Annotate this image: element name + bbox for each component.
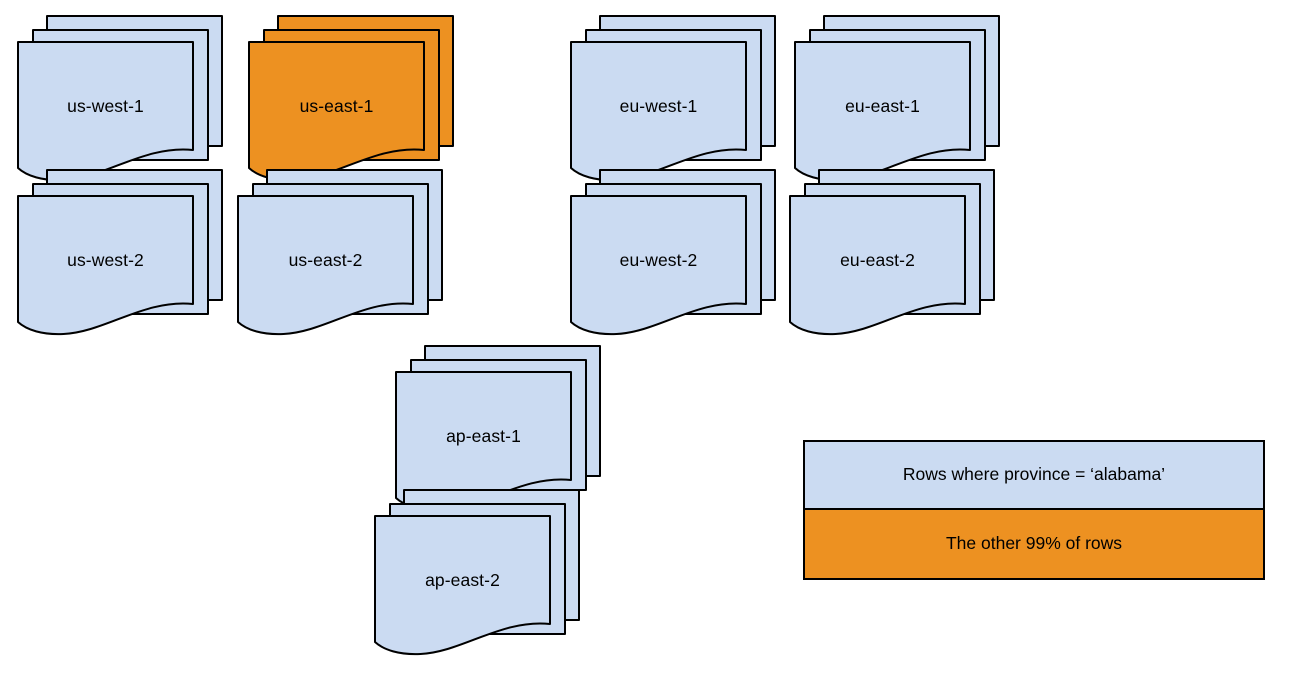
doc-stack-shape (395, 345, 601, 512)
doc-stack-shape (17, 169, 223, 336)
legend-item-highlight: The other 99% of rows (805, 510, 1263, 578)
legend: Rows where province = ‘alabama’ The othe… (803, 440, 1265, 580)
legend-item-label: The other 99% of rows (945, 533, 1123, 554)
doc-stack-us-east-2[interactable]: us-east-2 (237, 169, 453, 336)
legend-item-label: Rows where province = ‘alabama’ (902, 464, 1166, 485)
doc-stack-ap-east-2[interactable]: ap-east-2 (374, 489, 590, 656)
doc-stack-us-west-1[interactable]: us-west-1 (17, 15, 233, 182)
doc-stack-us-east-1[interactable]: us-east-1 (248, 15, 464, 182)
doc-stack-eu-west-1[interactable]: eu-west-1 (570, 15, 786, 182)
doc-stack-shape (248, 15, 454, 182)
doc-stack-shape (17, 15, 223, 182)
doc-stack-shape (789, 169, 995, 336)
doc-stack-shape (237, 169, 443, 336)
doc-stack-ap-east-1[interactable]: ap-east-1 (395, 345, 611, 512)
doc-stack-eu-east-1[interactable]: eu-east-1 (794, 15, 1010, 182)
doc-stack-shape (570, 15, 776, 182)
doc-stack-shape (794, 15, 1000, 182)
doc-stack-shape (570, 169, 776, 336)
doc-stack-eu-east-2[interactable]: eu-east-2 (789, 169, 1005, 336)
doc-stack-shape (374, 489, 580, 656)
legend-item-normal: Rows where province = ‘alabama’ (805, 442, 1263, 510)
doc-stack-eu-west-2[interactable]: eu-west-2 (570, 169, 786, 336)
doc-stack-us-west-2[interactable]: us-west-2 (17, 169, 233, 336)
